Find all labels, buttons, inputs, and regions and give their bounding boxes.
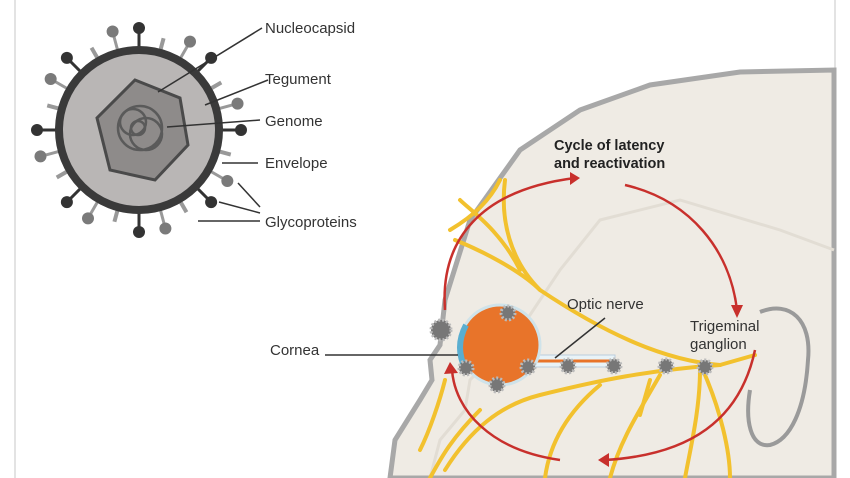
glycoprotein-head xyxy=(60,51,73,64)
label-trigeminal-line1: Trigeminal xyxy=(690,318,759,335)
glycoprotein-head xyxy=(106,25,119,38)
label-genome: Genome xyxy=(265,113,323,130)
glycoprotein-head xyxy=(231,97,244,110)
cycle-arrowheads xyxy=(444,172,743,467)
glycoprotein-head xyxy=(60,196,73,209)
optic-nerve-leader-line xyxy=(554,317,606,359)
label-nucleocapsid: Nucleocapsid xyxy=(265,20,355,37)
glycoprotein-spike xyxy=(178,200,189,214)
label-cornea: Cornea xyxy=(270,342,320,359)
glycoprotein-head xyxy=(133,226,145,238)
cycle-arrow xyxy=(443,176,757,462)
virus-particle xyxy=(31,22,247,238)
label-cycle-line2: and reactivation xyxy=(554,156,665,172)
glycoprotein-head xyxy=(159,222,172,235)
label-trigeminal-line2: ganglion xyxy=(690,336,747,353)
virus-leader-lines xyxy=(157,27,269,222)
virion xyxy=(605,357,623,375)
glycoprotein-head xyxy=(235,124,247,136)
glycoprotein-head xyxy=(82,212,94,225)
glycoprotein-head xyxy=(221,175,234,187)
virion xyxy=(696,358,714,376)
label-envelope: Envelope xyxy=(265,155,328,172)
glycoprotein-spike xyxy=(55,169,69,180)
virion xyxy=(499,304,517,322)
label-cycle-line1: Cycle of latency xyxy=(554,138,664,154)
label-glycoproteins: Glycoproteins xyxy=(265,214,357,231)
virion xyxy=(457,359,475,377)
glycoprotein-spike xyxy=(46,103,61,111)
left-frame-border xyxy=(14,0,16,478)
virion xyxy=(429,318,453,342)
virion xyxy=(519,358,537,376)
glycoprotein-spike xyxy=(158,37,166,52)
virion xyxy=(657,357,675,375)
genome-coil xyxy=(116,104,164,152)
head-outline xyxy=(387,67,837,478)
head-illustration xyxy=(325,67,837,478)
glycoprotein-head xyxy=(205,196,218,209)
virion xyxy=(559,357,577,375)
glycoprotein-head xyxy=(184,35,196,48)
glycoprotein-spike xyxy=(209,80,223,91)
label-optic-nerve: Optic nerve xyxy=(567,296,644,313)
glycoprotein-head xyxy=(133,22,145,34)
glycoprotein-spikes xyxy=(31,22,247,238)
glycoprotein-head xyxy=(44,73,57,85)
glycoprotein-head xyxy=(31,124,43,136)
label-tegument: Tegument xyxy=(265,71,332,88)
glycoprotein-spike xyxy=(217,149,232,157)
glycoprotein-head xyxy=(34,150,47,163)
virion-particles xyxy=(429,304,714,394)
ear-outline xyxy=(746,306,811,448)
virion xyxy=(488,376,506,394)
glycoprotein-spike xyxy=(89,46,100,60)
glycoprotein-spike xyxy=(112,208,120,223)
